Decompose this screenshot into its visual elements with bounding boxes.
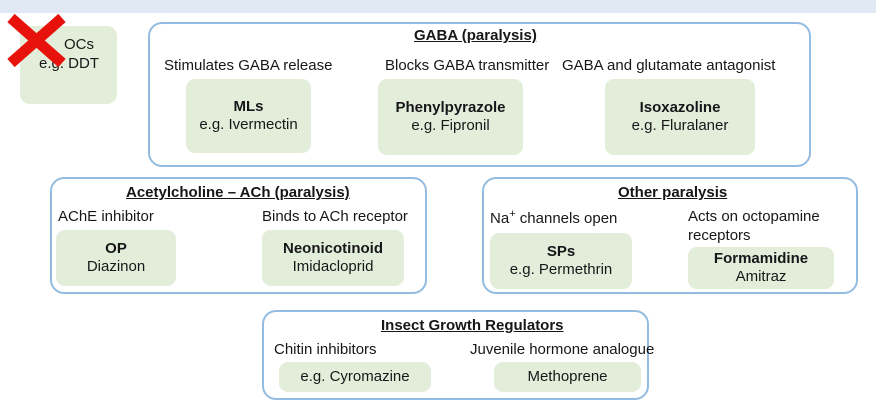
ach-col2-caption: Binds to ACh receptor xyxy=(262,208,408,225)
other-col1-caption-suffix: channels open xyxy=(515,210,618,227)
ach-box-neonicotinoid-name: Neonicotinoid xyxy=(283,239,383,257)
other-col1-caption-sup: + xyxy=(509,208,516,220)
other-col2-caption-line2: receptors xyxy=(688,227,751,244)
oc-example: e.g. DDT xyxy=(38,55,99,72)
igr-col1-caption: Chitin inhibitors xyxy=(274,341,377,358)
ach-col1-caption: AChE inhibitor xyxy=(58,208,154,225)
other-col1-caption: Na+ channels open xyxy=(490,208,665,228)
gaba-box-mls[interactable]: MLs e.g. Ivermectin xyxy=(186,79,311,153)
other-box-sps[interactable]: SPs e.g. Permethrin xyxy=(490,233,632,289)
other-box-formamidine-name: Formamidine xyxy=(713,249,809,267)
gaba-box-isoxazoline[interactable]: Isoxazoline e.g. Fluralaner xyxy=(605,79,755,155)
ach-box-op-name: OP xyxy=(105,239,127,257)
group-acetylcholine-title: Acetylcholine – ACh (paralysis) xyxy=(126,184,350,201)
gaba-col2-caption: Blocks GABA transmitter xyxy=(385,57,550,74)
gaba-box-mls-example: e.g. Ivermectin xyxy=(199,116,298,133)
gaba-box-mls-name: MLs xyxy=(233,97,264,115)
gaba-col3-caption: GABA and glutamate antagonist xyxy=(562,57,776,74)
gaba-box-phenylpyrazole-example: e.g. Fipronil xyxy=(411,117,490,134)
igr-box-methoprene-example: Methoprene xyxy=(527,367,608,385)
igr-box-methoprene[interactable]: Methoprene xyxy=(494,362,641,392)
group-igr-title: Insect Growth Regulators xyxy=(381,317,564,334)
gaba-box-phenylpyrazole[interactable]: Phenylpyrazole e.g. Fipronil xyxy=(378,79,523,155)
group-other-paralysis-title: Other paralysis xyxy=(618,184,728,201)
other-box-sps-example: e.g. Permethrin xyxy=(509,261,613,278)
igr-box-cyromazine[interactable]: e.g. Cyromazine xyxy=(279,362,431,392)
ach-box-op-example: Diazinon xyxy=(86,258,146,275)
other-box-sps-name: SPs xyxy=(546,242,576,260)
other-col2-caption-line1: Acts on octopamine xyxy=(688,208,820,225)
ach-box-neonicotinoid-example: Imidacloprid xyxy=(292,258,374,275)
top-band xyxy=(0,0,876,13)
oc-name: OCs xyxy=(64,36,94,53)
gaba-col1-caption: Stimulates GABA release xyxy=(164,57,333,74)
group-gaba-title: GABA (paralysis) xyxy=(414,27,537,44)
gaba-box-isoxazoline-example: e.g. Fluralaner xyxy=(631,117,729,134)
igr-box-cyromazine-example: e.g. Cyromazine xyxy=(300,367,410,385)
other-box-formamidine[interactable]: Formamidine Amitraz xyxy=(688,247,834,289)
igr-col2-caption: Juvenile hormone analogue xyxy=(470,341,655,358)
gaba-box-phenylpyrazole-name: Phenylpyrazole xyxy=(395,98,506,116)
ach-box-neonicotinoid[interactable]: Neonicotinoid Imidacloprid xyxy=(262,230,404,286)
ach-box-op[interactable]: OP Diazinon xyxy=(56,230,176,286)
other-box-formamidine-example: Amitraz xyxy=(735,268,787,285)
other-col1-caption-prefix: Na xyxy=(490,210,510,227)
gaba-box-isoxazoline-name: Isoxazoline xyxy=(639,98,721,116)
